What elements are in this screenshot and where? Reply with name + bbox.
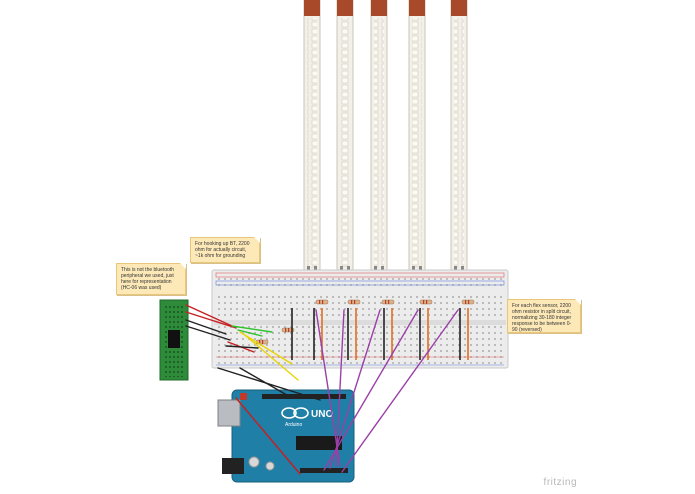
flex-sensor bbox=[450, 0, 468, 278]
resistor bbox=[281, 327, 295, 333]
breadboard bbox=[211, 269, 509, 369]
arduino-uno: UNO Arduino bbox=[217, 389, 355, 483]
resistor bbox=[347, 299, 361, 305]
reset-button bbox=[240, 393, 247, 400]
flex-sensor bbox=[336, 0, 354, 278]
note-flex-sensor-text: For each flex sensor, 2200 ohm resistor … bbox=[512, 303, 572, 333]
note-bluetooth-text: This is not the bluetooth peripheral we … bbox=[121, 267, 175, 291]
flex-sensors bbox=[303, 0, 468, 278]
resistor bbox=[419, 299, 433, 305]
arduino-maker: Arduino bbox=[285, 422, 302, 428]
flex-sensor bbox=[303, 0, 321, 278]
note-bt-circuit: For hooking up BT, 2200 ohm for actually… bbox=[190, 237, 260, 263]
note-flex-sensor: For each flex sensor, 2200 ohm resistor … bbox=[507, 299, 581, 333]
resistor bbox=[381, 299, 395, 305]
arduino-brand: UNO bbox=[311, 409, 333, 420]
flex-sensor bbox=[370, 0, 388, 278]
flex-sensor bbox=[408, 0, 426, 278]
note-bluetooth: This is not the bluetooth peripheral we … bbox=[116, 263, 186, 295]
resistor bbox=[315, 299, 329, 305]
infinity-logo bbox=[281, 407, 309, 419]
bluetooth-module bbox=[159, 299, 189, 381]
fritzing-watermark: fritzing bbox=[543, 477, 577, 488]
power-jack bbox=[222, 458, 244, 474]
resistor bbox=[461, 299, 475, 305]
usb-port bbox=[217, 399, 241, 427]
wires bbox=[185, 304, 459, 475]
note-bt-circuit-text: For hooking up BT, 2200 ohm for actually… bbox=[195, 241, 250, 259]
